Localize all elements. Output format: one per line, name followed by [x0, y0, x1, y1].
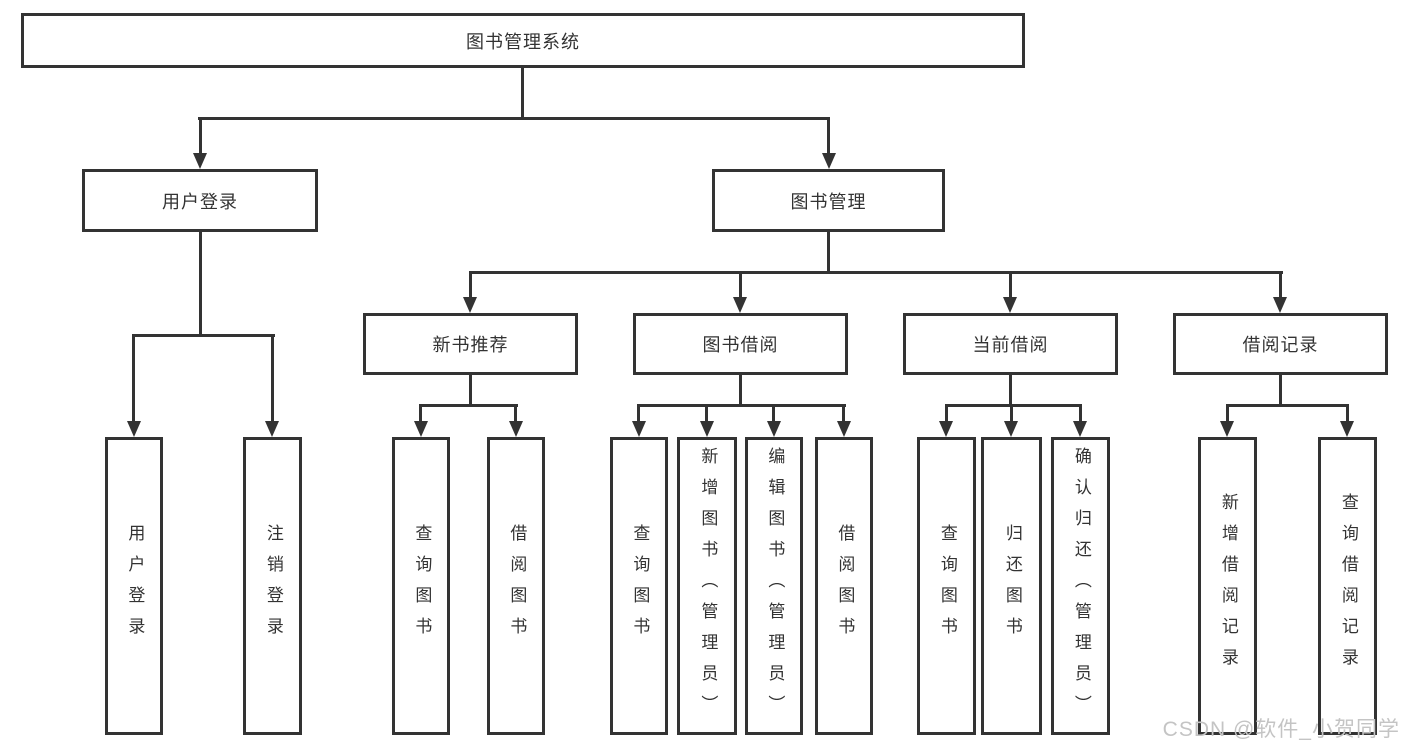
arrow-down-icon: [463, 297, 477, 313]
leaf-borrow-books-recommend-label: 借阅图书: [507, 524, 527, 648]
leaf-logout: 注销登录: [243, 437, 302, 735]
arrow-down-icon: [837, 421, 851, 437]
connector-line: [945, 404, 1082, 407]
node-book-management-label: 图书管理: [790, 191, 867, 212]
leaf-add-book-admin-label: 新增图书（管理员）: [698, 446, 718, 726]
leaf-borrow-books-borrow: 借阅图书: [815, 437, 873, 735]
connector-line: [132, 334, 135, 423]
connector-line: [945, 404, 948, 423]
leaf-add-book-admin: 新增图书（管理员）: [677, 437, 737, 735]
arrow-down-icon: [193, 153, 207, 169]
arrow-down-icon: [939, 421, 953, 437]
connector-line: [739, 375, 742, 407]
connector-line: [1009, 271, 1012, 299]
leaf-edit-book-admin-label: 编辑图书（管理员）: [765, 446, 785, 726]
leaf-confirm-return-admin: 确认归还（管理员）: [1051, 437, 1110, 735]
leaf-add-borrow-record-label: 新增借阅记录: [1218, 493, 1238, 679]
leaf-confirm-return-admin-label: 确认归还（管理员）: [1071, 446, 1091, 726]
arrow-down-icon: [822, 153, 836, 169]
arrow-down-icon: [1220, 421, 1234, 437]
connector-line: [1009, 375, 1012, 407]
connector-line: [198, 117, 830, 120]
connector-line: [1226, 404, 1229, 423]
connector-line: [521, 68, 524, 120]
connector-line: [1010, 404, 1013, 423]
arrow-down-icon: [1340, 421, 1354, 437]
node-book-borrow-label: 图书借阅: [702, 335, 779, 355]
node-new-book-recommend-label: 新书推荐: [432, 335, 509, 355]
leaf-borrow-books-borrow-label: 借阅图书: [835, 524, 855, 648]
node-borrow-records: 借阅记录: [1173, 313, 1388, 375]
arrow-down-icon: [1273, 297, 1287, 313]
connector-line: [705, 404, 708, 423]
connector-line: [739, 271, 742, 299]
node-borrow-records-label: 借阅记录: [1242, 335, 1319, 355]
leaf-return-book-label: 归还图书: [1002, 524, 1022, 648]
node-root-label: 图书管理系统: [466, 31, 580, 52]
connector-line: [1279, 271, 1282, 299]
connector-line: [1079, 404, 1082, 423]
arrow-down-icon: [767, 421, 781, 437]
arrow-down-icon: [733, 297, 747, 313]
connector-line: [637, 404, 640, 423]
node-root: 图书管理系统: [21, 13, 1025, 68]
leaf-query-books-recommend-label: 查询图书: [412, 524, 432, 648]
connector-line: [827, 117, 830, 155]
connector-line: [199, 117, 202, 155]
leaf-query-books-recommend: 查询图书: [392, 437, 450, 735]
node-user-login-label: 用户登录: [162, 191, 238, 212]
connector-line: [271, 334, 274, 423]
connector-line: [514, 404, 517, 423]
connector-line: [1346, 404, 1349, 423]
arrow-down-icon: [1003, 297, 1017, 313]
connector-line: [1226, 404, 1349, 407]
connector-line: [842, 404, 845, 423]
arrow-down-icon: [1073, 421, 1087, 437]
leaf-edit-book-admin: 编辑图书（管理员）: [745, 437, 803, 735]
arrow-down-icon: [632, 421, 646, 437]
connector-line: [772, 404, 775, 423]
node-current-borrow-label: 当前借阅: [972, 335, 1049, 355]
leaf-query-borrow-record-label: 查询借阅记录: [1338, 493, 1358, 679]
arrow-down-icon: [127, 421, 141, 437]
leaf-query-books-borrow-label: 查询图书: [630, 524, 650, 648]
leaf-query-borrow-record: 查询借阅记录: [1318, 437, 1377, 735]
node-user-login: 用户登录: [82, 169, 318, 232]
arrow-down-icon: [1004, 421, 1018, 437]
connector-line: [469, 375, 472, 407]
node-new-book-recommend: 新书推荐: [363, 313, 578, 375]
connector-line: [132, 334, 275, 337]
connector-line: [1279, 375, 1282, 407]
node-current-borrow: 当前借阅: [903, 313, 1118, 375]
connector-line: [419, 404, 518, 407]
leaf-query-books-borrow: 查询图书: [610, 437, 668, 735]
leaf-user-login: 用户登录: [105, 437, 163, 735]
leaf-logout-label: 注销登录: [263, 524, 283, 648]
connector-line: [637, 404, 846, 407]
leaf-query-books-current-label: 查询图书: [937, 524, 957, 648]
arrow-down-icon: [700, 421, 714, 437]
node-book-management: 图书管理: [712, 169, 945, 232]
csdn-watermark: CSDN @软件_小贺同学: [1162, 718, 1400, 741]
connector-line: [469, 271, 1283, 274]
arrow-down-icon: [509, 421, 523, 437]
connector-line: [419, 404, 422, 423]
connector-line: [199, 232, 202, 337]
connector-line: [827, 232, 830, 274]
leaf-query-books-current: 查询图书: [917, 437, 976, 735]
leaf-add-borrow-record: 新增借阅记录: [1198, 437, 1257, 735]
leaf-return-book: 归还图书: [981, 437, 1042, 735]
arrow-down-icon: [265, 421, 279, 437]
leaf-borrow-books-recommend: 借阅图书: [487, 437, 545, 735]
node-book-borrow: 图书借阅: [633, 313, 848, 375]
arrow-down-icon: [414, 421, 428, 437]
leaf-user-login-label: 用户登录: [125, 524, 145, 648]
connector-line: [469, 271, 472, 299]
